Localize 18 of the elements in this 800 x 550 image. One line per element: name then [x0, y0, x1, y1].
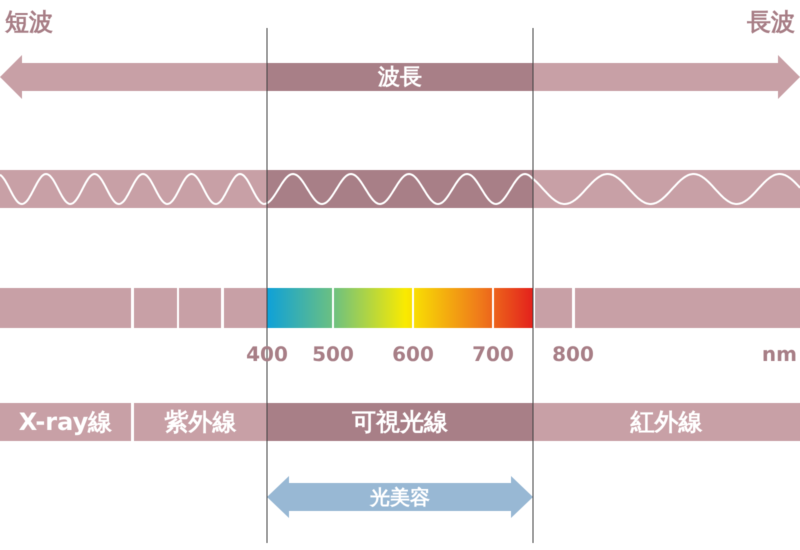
- tick-label: 700: [472, 342, 514, 366]
- spectrum-band: [134, 403, 267, 441]
- band-label: X-ray線: [18, 407, 112, 438]
- band-label: 光美容: [370, 484, 430, 510]
- spectrum-band: [0, 403, 131, 441]
- band-label: 紅外線: [630, 407, 702, 438]
- spectrum-band: [533, 403, 800, 441]
- band-label: 可視光線: [352, 407, 448, 438]
- band-label: 波長: [378, 64, 422, 92]
- band-label: 紫外線: [164, 407, 236, 438]
- axis-end-label: 長波: [747, 7, 795, 38]
- tick-label: 600: [392, 342, 434, 366]
- unit-label: nm: [762, 342, 797, 366]
- tick-label: 500: [312, 342, 354, 366]
- tick-label: 800: [552, 342, 594, 366]
- spectrum-band: [267, 403, 533, 441]
- double-arrow-band: [0, 55, 800, 99]
- axis-end-label: 短波: [5, 7, 53, 38]
